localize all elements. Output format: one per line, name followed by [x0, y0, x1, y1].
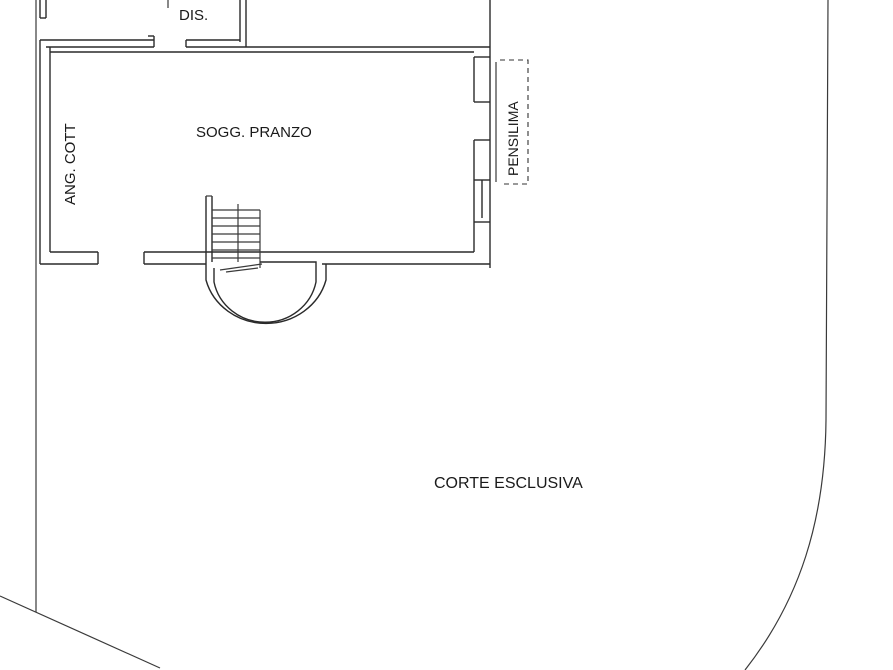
pensilina-outline	[495, 59, 529, 185]
rounded-bay	[205, 261, 327, 325]
angolo-cottura-label: ANG. COTT	[62, 123, 79, 205]
living-room-walls	[39, 40, 491, 268]
lot-boundary	[0, 0, 829, 670]
dis-label: DIS.	[179, 7, 208, 24]
soggiorno-label: SOGG. PRANZO	[196, 124, 312, 141]
dis-room-walls	[39, 0, 491, 48]
pensilina-label: PENSILIMA	[505, 101, 521, 176]
corte-label: CORTE ESCLUSIVA	[434, 475, 583, 492]
staircase	[205, 195, 263, 273]
